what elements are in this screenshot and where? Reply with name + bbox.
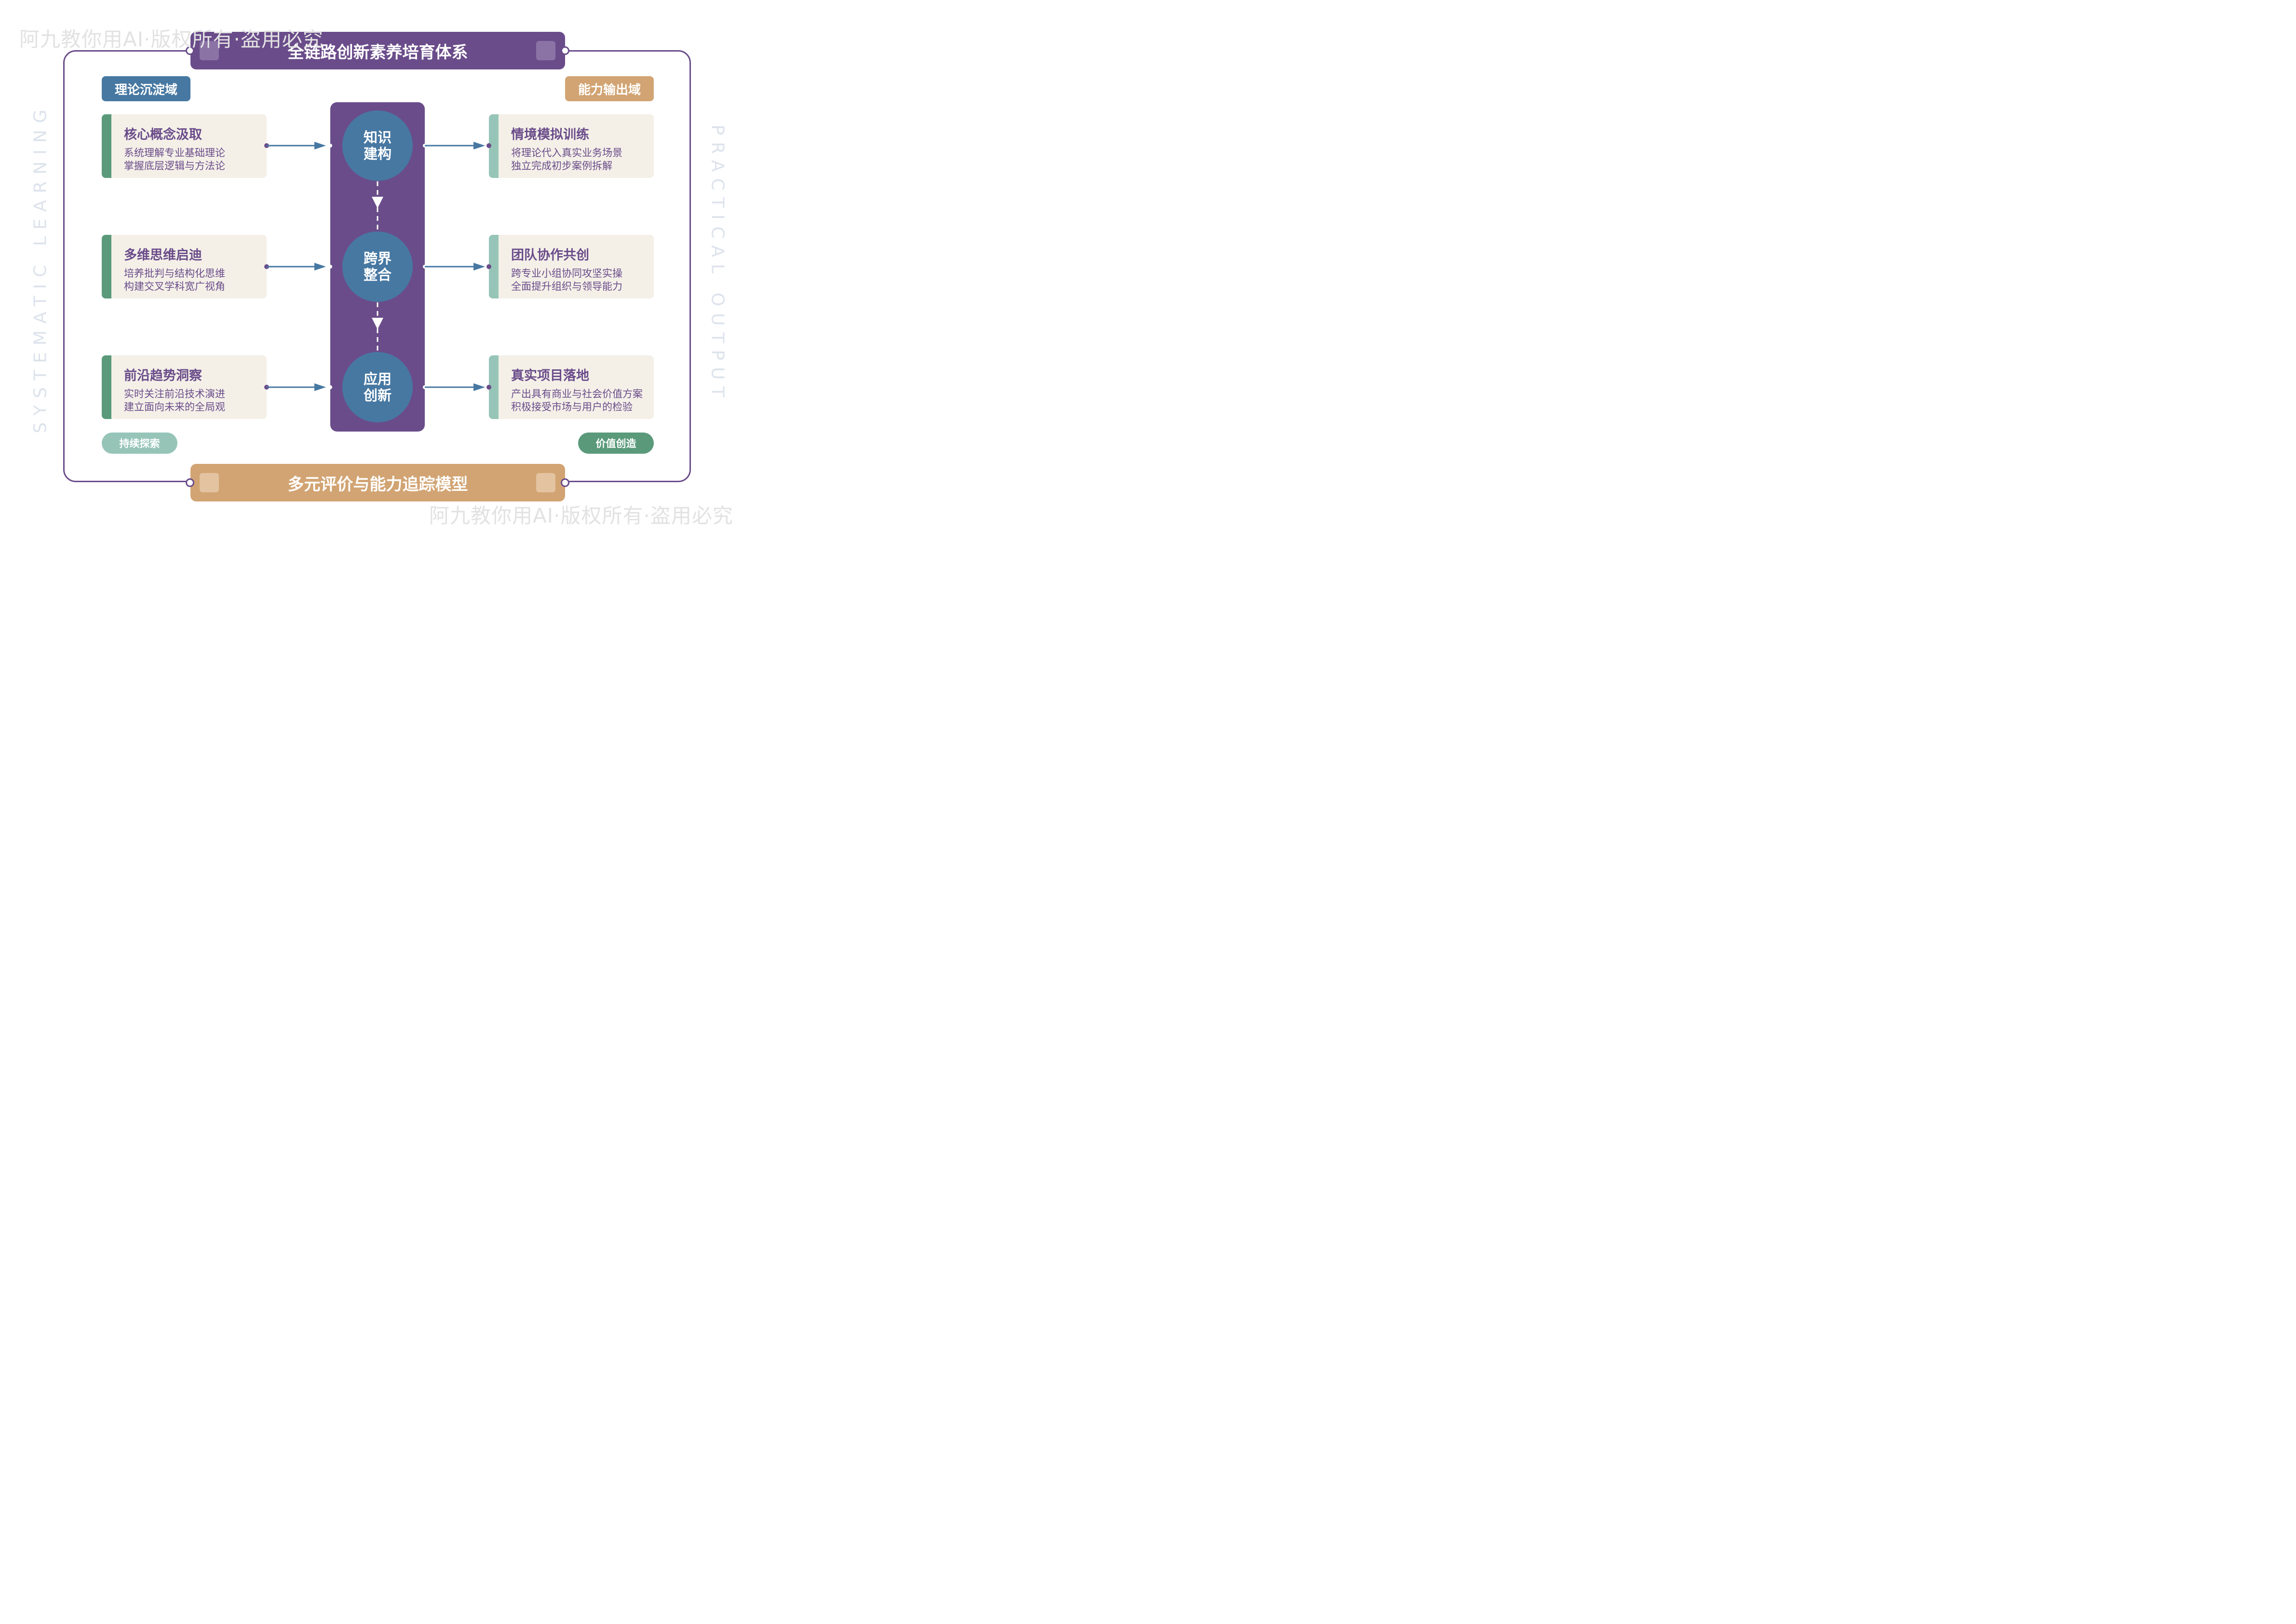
card-line: 跨专业小组协同攻坚实操 [511, 268, 622, 279]
card-line: 将理论代入真实业务场景 [511, 147, 622, 159]
node-cross-integration: 跨界 整合 [342, 231, 413, 302]
node-label-line1: 知识 [363, 129, 392, 146]
watermark-bottom: 阿九教你用AI·版权所有·盗用必究 [429, 504, 733, 528]
card-line: 培养批判与结构化思维 [124, 268, 225, 279]
node-label-line2: 整合 [363, 267, 392, 283]
card-title: 前沿趋势洞察 [124, 368, 202, 383]
left-card-thinking: 多维思维启迪 培养批判与结构化思维 构建交叉学科宽广视角 [102, 235, 267, 298]
card-line: 系统理解专业基础理论 [124, 147, 225, 159]
domain-tag-output: 能力输出域 [565, 76, 654, 101]
card-title: 多维思维启迪 [124, 248, 202, 263]
footer-connector-dot-right [561, 478, 569, 487]
pill-label: 价值创造 [595, 438, 636, 449]
card-accent-bar [489, 235, 499, 298]
footer-banner: 多元评价与能力追踪模型 [190, 464, 565, 501]
card-line: 产出具有商业与社会价值方案 [511, 388, 643, 400]
node-applied-innovation: 应用 创新 [342, 352, 413, 422]
right-card-simulation: 情境模拟训练 将理论代入真实业务场景 独立完成初步案例拆解 [489, 114, 654, 178]
card-title: 情境模拟训练 [511, 127, 589, 142]
pill-continuous-exploration: 持续探索 [102, 433, 177, 454]
card-title: 核心概念汲取 [124, 127, 202, 142]
card-line: 掌握底层逻辑与方法论 [124, 160, 225, 172]
card-accent-bar [102, 355, 111, 419]
card-line: 实时关注前沿技术演进 [124, 388, 225, 400]
node-label-line1: 跨界 [363, 250, 392, 267]
domain-tag-output-label: 能力输出域 [578, 82, 641, 97]
card-line: 独立完成初步案例拆解 [511, 160, 612, 172]
card-line: 建立面向未来的全局观 [124, 401, 225, 413]
side-label-right: PRACTICAL OUTPUT [707, 124, 728, 404]
footer-square-right [536, 473, 555, 492]
header-connector-dot-left [186, 46, 194, 55]
card-line: 构建交叉学科宽广视角 [124, 281, 225, 292]
card-accent-bar [489, 355, 499, 419]
footer-title: 多元评价与能力追踪模型 [287, 474, 468, 494]
pill-value-creation: 价值创造 [578, 433, 654, 454]
footer-square-left [200, 473, 219, 492]
header-title: 全链路创新素养培育体系 [287, 42, 468, 62]
card-accent-bar [102, 235, 111, 298]
left-card-concepts: 核心概念汲取 系统理解专业基础理论 掌握底层逻辑与方法论 [102, 114, 267, 178]
node-label-line2: 建构 [363, 146, 392, 162]
left-card-trends: 前沿趋势洞察 实时关注前沿技术演进 建立面向未来的全局观 [102, 355, 267, 419]
domain-tag-theory-label: 理论沉淀域 [114, 82, 177, 97]
right-card-teamwork: 团队协作共创 跨专业小组协同攻坚实操 全面提升组织与领导能力 [489, 235, 654, 298]
pill-label: 持续探索 [119, 438, 160, 449]
card-title: 团队协作共创 [511, 248, 589, 263]
card-title: 真实项目落地 [511, 368, 589, 383]
header-banner: 全链路创新素养培育体系 [190, 32, 565, 69]
node-knowledge-construction: 知识 建构 [342, 110, 413, 181]
right-card-project: 真实项目落地 产出具有商业与社会价值方案 积极接受市场与用户的检验 [489, 355, 654, 419]
card-line: 全面提升组织与领导能力 [511, 281, 622, 292]
node-label-line1: 应用 [363, 371, 392, 387]
card-accent-bar [489, 114, 499, 178]
side-label-left: SYSTEMATIC LEARNING [30, 103, 51, 433]
card-line: 积极接受市场与用户的检验 [511, 401, 633, 413]
node-label-line2: 创新 [363, 387, 392, 404]
domain-tag-theory: 理论沉淀域 [102, 76, 190, 101]
header-square-right [536, 41, 555, 60]
header-connector-dot-right [561, 46, 569, 55]
card-accent-bar [102, 114, 111, 178]
header-square-left [200, 41, 219, 60]
footer-connector-dot-left [186, 478, 194, 487]
